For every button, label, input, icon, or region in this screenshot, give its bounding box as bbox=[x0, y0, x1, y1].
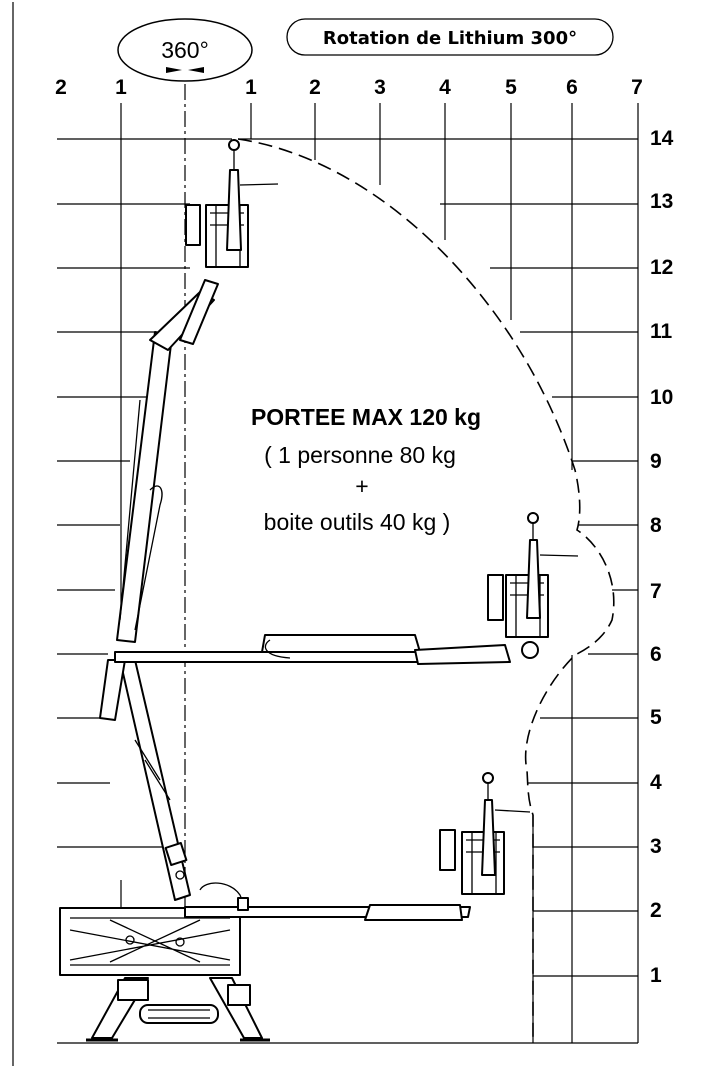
crawler-track bbox=[139, 1004, 219, 1024]
capacity-line-2: boite outils 40 kg ) bbox=[264, 509, 451, 535]
y-tick-label: 1 bbox=[650, 964, 662, 987]
x-tick-label: 4 bbox=[439, 76, 451, 99]
capacity-plus: + bbox=[355, 473, 368, 499]
x-tick-label: 5 bbox=[505, 76, 517, 99]
boom-mid-position bbox=[114, 512, 579, 665]
capacity-line-1: ( 1 personne 80 kg bbox=[264, 442, 456, 468]
x-tick-label: 1 bbox=[115, 76, 127, 99]
y-axis: 14 13 12 11 10 9 8 7 6 5 4 3 2 1 bbox=[650, 127, 674, 987]
rotation-360-badge: 360° bbox=[117, 18, 253, 82]
y-tick-label: 14 bbox=[650, 127, 674, 150]
x-tick-label: 7 bbox=[631, 76, 643, 99]
x-tick-label: 2 bbox=[55, 76, 67, 99]
y-tick-label: 10 bbox=[650, 386, 673, 409]
capacity-block: PORTEE MAX 120 kg ( 1 personne 80 kg + b… bbox=[251, 404, 481, 535]
x-tick-label: 1 bbox=[245, 76, 257, 99]
y-tick-label: 5 bbox=[650, 706, 662, 729]
lift-arm-lower bbox=[99, 659, 191, 901]
boom-high-position bbox=[116, 139, 279, 643]
y-tick-label: 9 bbox=[650, 450, 662, 473]
lithium-rotation-label: Rotation de Lithium 300° bbox=[323, 28, 577, 49]
x-tick-label: 6 bbox=[566, 76, 578, 99]
y-tick-label: 12 bbox=[650, 256, 673, 279]
y-tick-label: 8 bbox=[650, 514, 662, 537]
y-tick-label: 4 bbox=[650, 771, 662, 794]
x-tick-label: 3 bbox=[374, 76, 386, 99]
rotation-360-label: 360° bbox=[161, 37, 209, 63]
rotation-arrow-right-icon bbox=[188, 67, 204, 73]
y-tick-label: 13 bbox=[650, 190, 673, 213]
lithium-rotation-badge: Rotation de Lithium 300° bbox=[286, 18, 614, 56]
y-tick-label: 3 bbox=[650, 835, 662, 858]
y-tick-label: 11 bbox=[650, 320, 673, 343]
x-axis: 2 1 1 2 3 4 5 6 7 bbox=[55, 76, 643, 99]
outrigger-right bbox=[209, 977, 263, 1039]
grid bbox=[57, 84, 639, 1044]
y-tick-label: 7 bbox=[650, 580, 662, 603]
y-tick-label: 6 bbox=[650, 643, 662, 666]
y-tick-label: 2 bbox=[650, 899, 662, 922]
capacity-title: PORTEE MAX 120 kg bbox=[251, 404, 481, 430]
rotation-arrow-left-icon bbox=[166, 67, 182, 73]
boom-low-position bbox=[184, 772, 531, 921]
machine-base bbox=[59, 907, 270, 1042]
working-envelope bbox=[237, 138, 615, 1043]
x-tick-label: 2 bbox=[309, 76, 321, 99]
